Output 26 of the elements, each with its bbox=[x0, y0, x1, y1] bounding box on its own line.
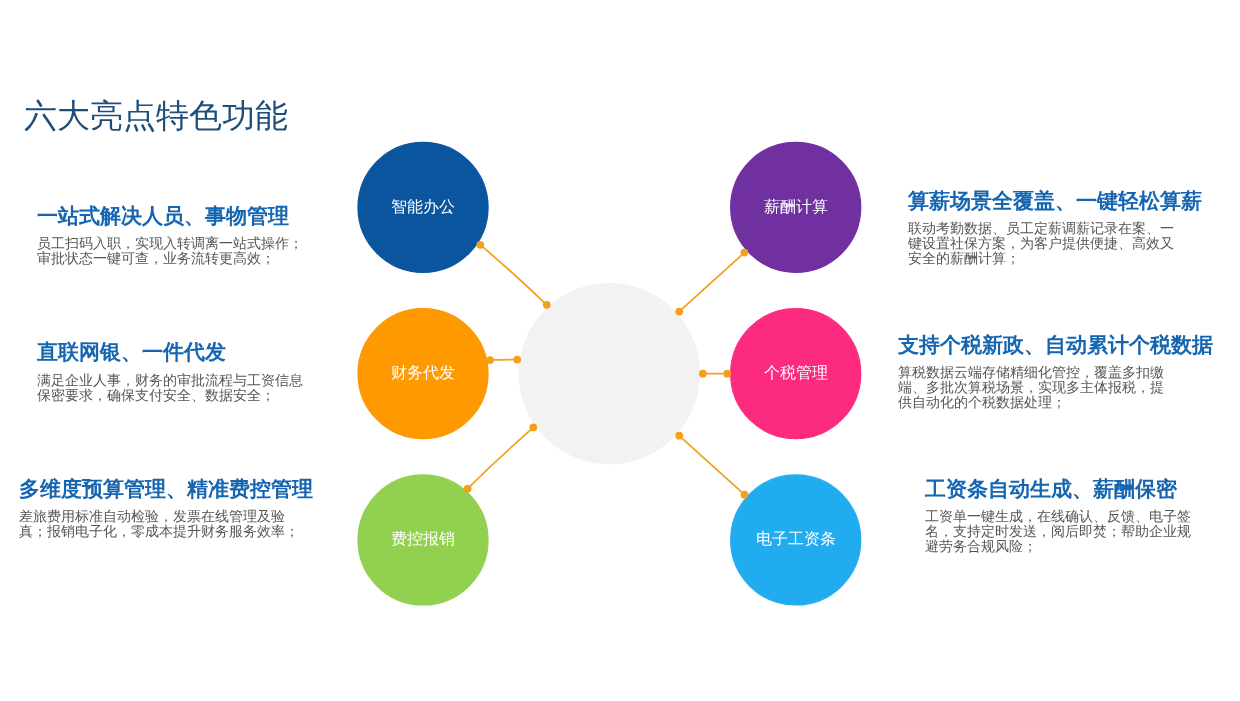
node-label: 算薪场景全覆盖、一键轻松算薪 bbox=[907, 188, 1202, 214]
node-circle: 薪酬计算 bbox=[730, 141, 862, 273]
node-label: 一站式解决人员、事物管理 bbox=[36, 203, 289, 229]
connector bbox=[698, 369, 732, 378]
node-label: 满足企业人事，财务的审批流程与工资信息保密要求，确保支付安全、数据安全； bbox=[36, 371, 303, 403]
node-circle bbox=[518, 282, 701, 465]
node-label: 算税数据云端存储精细化管控，覆盖多扣缴端、多批次算税场景，实现多主体报税，提供自动化的个税数据处理； bbox=[897, 364, 1164, 411]
node-circle: 费控报销 bbox=[357, 474, 489, 606]
diagram-title: 六大亮点特色功能 bbox=[24, 97, 289, 136]
node-label: 工资条自动生成、薪酬保密 bbox=[925, 475, 1178, 501]
node-circle: 智能办公 bbox=[357, 141, 489, 273]
node-circle: 电子工资条 bbox=[730, 474, 862, 606]
node-label: 多维度预算管理、精准费控管理 bbox=[19, 475, 314, 501]
node-label: 差旅费用标准自动检验，发票在线管理及验真；报销电子化，零成本提升财务服务效率； bbox=[19, 507, 300, 539]
node-label: 支持个税新政、自动累计个税数据 bbox=[897, 331, 1213, 357]
connector bbox=[675, 248, 749, 316]
node-circle: 个税管理 bbox=[730, 307, 862, 440]
connector bbox=[675, 431, 749, 499]
node-label: 直联网银、一件代发 bbox=[36, 339, 226, 365]
node-circle: 财务代发 bbox=[357, 307, 489, 440]
connector bbox=[486, 355, 522, 364]
node-label: 工资单一键生成，在线确认、反馈、电子签名，支持定时发送，阅后即焚；帮助企业规避劳务合规风险； bbox=[925, 507, 1192, 554]
connector bbox=[463, 423, 538, 493]
connector bbox=[476, 241, 551, 309]
node-label: 员工扫码入职，实现入转调离一站式操作；审批状态一键可查，业务流转更高效； bbox=[36, 235, 303, 267]
node-label: 联动考勤数据、员工定薪调薪记录在案、一键设置社保方案，为客户提供便捷、高效又安全的薪酬计算； bbox=[907, 220, 1174, 267]
